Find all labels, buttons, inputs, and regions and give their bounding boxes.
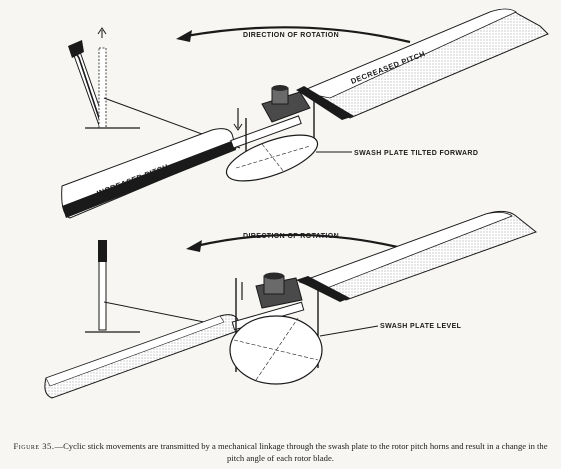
bottom-rotation-arrow bbox=[195, 233, 411, 252]
top-cyclic-stick bbox=[68, 27, 241, 149]
figure-caption: Figure 35.—Cyclic stick movements are tr… bbox=[12, 440, 549, 464]
top-left-blade: INCREASED PITCH bbox=[61, 128, 237, 219]
bottom-direction-label: DIRECTION OF ROTATION bbox=[243, 233, 339, 240]
top-rotor-hub bbox=[230, 85, 315, 166]
top-swash-label: SWASH PLATE TILTED FORWARD bbox=[354, 150, 478, 157]
bottom-swash-plate bbox=[229, 315, 323, 385]
bottom-panel: DIRECTION OF ROTATION bbox=[44, 210, 538, 399]
top-right-blade: DECREASED PITCH bbox=[296, 8, 549, 120]
figure-label: Figure 35. bbox=[13, 441, 55, 451]
top-rotation-arrow bbox=[185, 26, 411, 44]
caption-text: —Cyclic stick movements are transmitted … bbox=[54, 441, 548, 463]
top-panel: DIRECTION OF ROTATION DECREASED PITCH IN… bbox=[61, 8, 549, 219]
bottom-rotation-arrowhead bbox=[186, 240, 202, 252]
top-swash-plate bbox=[225, 134, 319, 182]
top-rotation-arrowhead bbox=[176, 30, 192, 42]
top-direction-label: DIRECTION OF ROTATION bbox=[243, 32, 339, 39]
bottom-left-blade bbox=[44, 314, 241, 399]
bottom-swash-label: SWASH PLATE LEVEL bbox=[380, 323, 462, 330]
bottom-right-blade bbox=[296, 210, 538, 302]
